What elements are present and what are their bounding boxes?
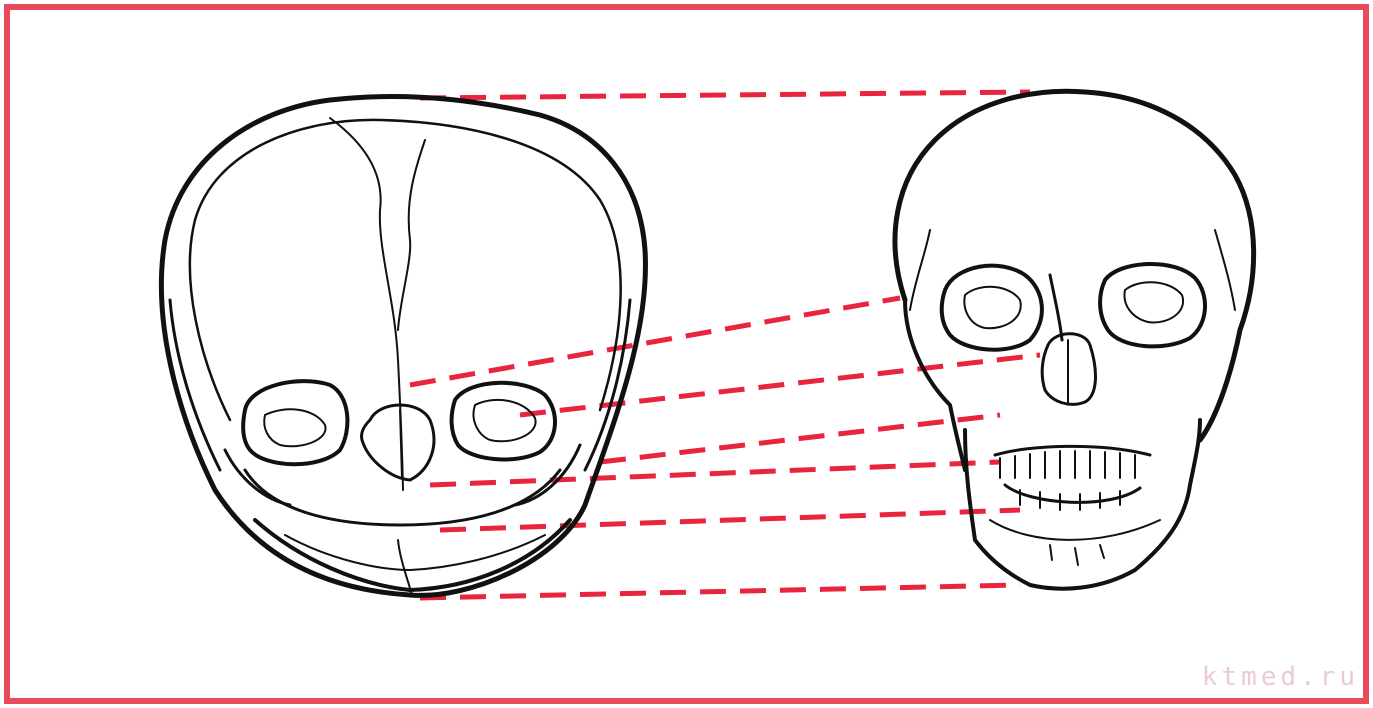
guide-line-chin — [420, 585, 1020, 598]
watermark-text: ktmed.ru — [1202, 662, 1359, 692]
infant-right-orbit-inner — [473, 400, 535, 441]
infant-left-orbit-inner — [264, 409, 325, 446]
adult-upper-teeth — [1000, 451, 1135, 478]
guide-line-nasion — [520, 355, 1040, 415]
infant-skull-icon — [161, 96, 645, 595]
adult-right-orbit-inner — [1124, 282, 1183, 322]
infant-nasal-cavity — [362, 405, 434, 480]
adult-nasal-bridge — [1050, 275, 1062, 340]
adult-chin-marks — [1050, 545, 1104, 565]
proportion-lines — [410, 92, 1040, 598]
infant-chin-suture — [398, 540, 412, 595]
adult-left-cheek — [905, 300, 965, 470]
infant-inner-contour — [190, 120, 621, 420]
guide-line-nose-base — [430, 462, 1000, 485]
adult-left-orbit — [942, 266, 1042, 350]
adult-upper-jaw — [995, 446, 1150, 455]
adult-left-orbit-inner — [964, 287, 1020, 328]
guide-line-crown — [420, 92, 1030, 98]
infant-frontal-suture — [330, 118, 403, 490]
adult-right-temporal — [1215, 230, 1235, 310]
adult-left-temporal — [910, 230, 930, 310]
guide-line-upper-jaw — [440, 510, 1020, 530]
infant-left-orbit — [243, 381, 347, 464]
infant-suture-branch — [398, 140, 425, 330]
infant-mandible — [255, 520, 570, 590]
adult-skull-icon — [895, 91, 1254, 588]
adult-cranium-outline — [895, 91, 1254, 440]
adult-mandible-inner — [990, 520, 1160, 540]
infant-right-zygoma — [515, 445, 580, 505]
infant-right-orbit — [452, 383, 555, 460]
adult-right-orbit — [1100, 264, 1205, 346]
guide-line-orbit-floor — [600, 415, 1000, 462]
guide-line-brow — [410, 298, 900, 385]
